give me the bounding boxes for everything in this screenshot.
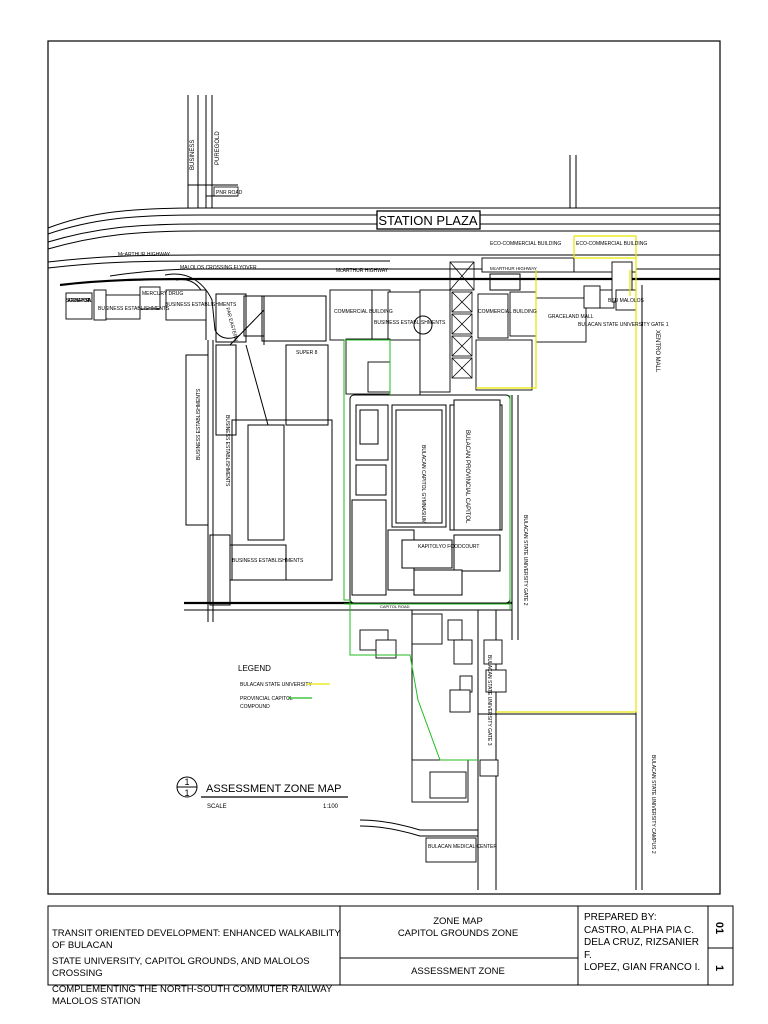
east-block (481, 257, 637, 343)
prepared-name-3: LOPEZ, GIAN FRANCO I. (584, 962, 701, 973)
plaza-roundabout (413, 315, 433, 335)
prepared-label: PREPARED BY: (584, 912, 657, 923)
label-puregold: PUREGOLD (215, 131, 221, 165)
capitol-block (329, 289, 533, 397)
scale-label: SCALE (207, 804, 227, 810)
railway-lines (47, 207, 720, 250)
legend-title: LEGEND (238, 664, 271, 673)
label-business-3: BUSINESS ESTABLISHMENTS (374, 320, 446, 326)
drawing-name: ASSESSMENT ZONE MAP (206, 783, 342, 795)
prepared-name-1: CASTRO, ALPHA PIA C. (584, 924, 695, 936)
drawing-line-2: CAPITOL GROUNDS ZONE (397, 928, 519, 939)
label-mcarthur-3: McARTHUR HIGHWAY (490, 266, 537, 271)
capitol-compound (349, 394, 511, 604)
bsu-boundary-line (476, 235, 637, 713)
label-xentro: XENTRO MALL (654, 330, 660, 373)
legend-capitol-label-1: PROVINCIAL CAPITOL (240, 696, 293, 702)
label-commercial-2: COMMERCIAL BUILDING (478, 309, 537, 315)
label-bsu-gate2: BULACAN STATE UNIVERSITY GATE 2 (522, 515, 528, 606)
project-line-1: TRANSIT ORIENTED DEVELOPMENT: ENHANCED W… (52, 928, 341, 951)
capitol-boundary-line (343, 339, 511, 761)
legend: LEGEND BULACAN STATE UNIVERSITY PROVINCI… (238, 664, 330, 710)
assessment-zone-cell: ASSESSMENT ZONE (411, 966, 505, 977)
project-line-2: STATE UNIVERSITY, CAPITOL GROUNDS, AND M… (52, 956, 310, 979)
south-buildings (359, 613, 507, 863)
legend-capitol-label-2: COMPOUND (240, 704, 270, 710)
label-graceland: GRACELAND MALL (548, 314, 594, 320)
station-plaza-box (376, 210, 481, 230)
title-block-frame (47, 905, 734, 986)
sheet-total: 1 (713, 964, 725, 972)
label-sacred-heart: SACRED HEART HOSPITAL (66, 298, 92, 304)
label-business-6: BUSINESS ESTABLISHMENTS (232, 558, 304, 564)
project-title: TRANSIT ORIENTED DEVELOPMENT: ENHANCED W… (52, 928, 344, 1008)
scale-value: 1:100 (323, 804, 339, 810)
label-business-top: BUSINESS (190, 140, 196, 170)
prepared-by: PREPARED BY: CASTRO, ALPHA PIA C. DELA C… (584, 912, 708, 975)
flyover-curve (164, 273, 241, 339)
label-mcarthur-1: McARTHUR HIGHWAY (118, 252, 171, 258)
label-station-plaza: STATION PLAZA (378, 213, 478, 228)
label-provincial-capitol: BULACAN PROVINCIAL CAPITOL (464, 430, 470, 524)
label-business-1: BUSINESS ESTABLISHMENTS (98, 306, 170, 312)
west-central-area (185, 293, 333, 622)
label-bsu-malolos: BSU MALOLOS (608, 298, 645, 304)
left-buildings (65, 286, 207, 321)
crosshatch-boxes (449, 261, 475, 379)
label-bsu-gate3: BULACAN STATE UNIVERSITY GATE 3 (486, 655, 492, 746)
label-flyover: MALOLOS CROSSING FLYOVER (180, 265, 257, 271)
east-street-top (569, 155, 577, 208)
label-mcarthur-2: McARTHUR HIGHWAY (336, 268, 389, 274)
south-streets (359, 610, 478, 837)
label-far-eastern: FAR EASTERN (224, 307, 239, 342)
label-capitol-road: CAPITOL ROAD (380, 604, 410, 609)
label-capitol-gym: BULACAN CAPITOL GYMNASIUM (420, 445, 426, 523)
label-eco-2: ECO-COMMERCIAL BUILDING (576, 241, 647, 247)
drawing-title: 1 1 ASSESSMENT ZONE MAP SCALE 1:100 (176, 776, 348, 810)
legend-bsu-label: BULACAN STATE UNIVERSITY (240, 682, 312, 688)
label-bsu-campus2: BULACAN STATE UNIVERSITY CAMPUS 2 (650, 755, 656, 854)
pnr-road-box (213, 186, 239, 197)
drawing-sheet-ref: 1 (184, 788, 189, 798)
project-line-3: COMPLEMENTING THE NORTH-SOUTH COMMUTER R… (52, 984, 333, 1007)
drawing-line-1: ZONE MAP (433, 916, 483, 927)
label-mercury: MERCURY DRUG (142, 291, 183, 297)
label-eco-1: ECO-COMMERCIAL BUILDING (490, 241, 561, 247)
drawing-border (47, 40, 721, 895)
drawing-number: 1 (184, 777, 189, 787)
label-business-2: BUSINESS ESTABLISHMENTS (165, 302, 237, 308)
label-bsu-gate1: BULACAN STATE UNIVERSITY GATE 1 (578, 322, 669, 328)
map-labels: BUSINESS PUREGOLD PNR ROAD STATION PLAZA… (66, 131, 669, 854)
label-pnr-road: PNR ROAD (216, 190, 243, 196)
drawing-title-cell: ZONE MAP CAPITOL GROUNDS ZONE (340, 916, 576, 940)
label-business-5: BUSINESS ESTABLISHMENTS (224, 415, 230, 487)
label-super8: SUPER 8 (296, 350, 318, 356)
label-medical-center: BULACAN MEDICAL CENTER (428, 844, 497, 850)
label-commercial-1: COMMERCIAL BUILDING (334, 309, 393, 315)
label-business-4: BUSINESS ESTABLISHMENTS (196, 388, 202, 460)
sheet-number: 01 (713, 921, 725, 935)
highway-lines (47, 254, 720, 287)
prepared-name-2: DELA CRUZ, RIZSANIER F. (584, 937, 700, 961)
label-kapitolyo: KAPITOLYO FOODCOURT (418, 544, 479, 550)
